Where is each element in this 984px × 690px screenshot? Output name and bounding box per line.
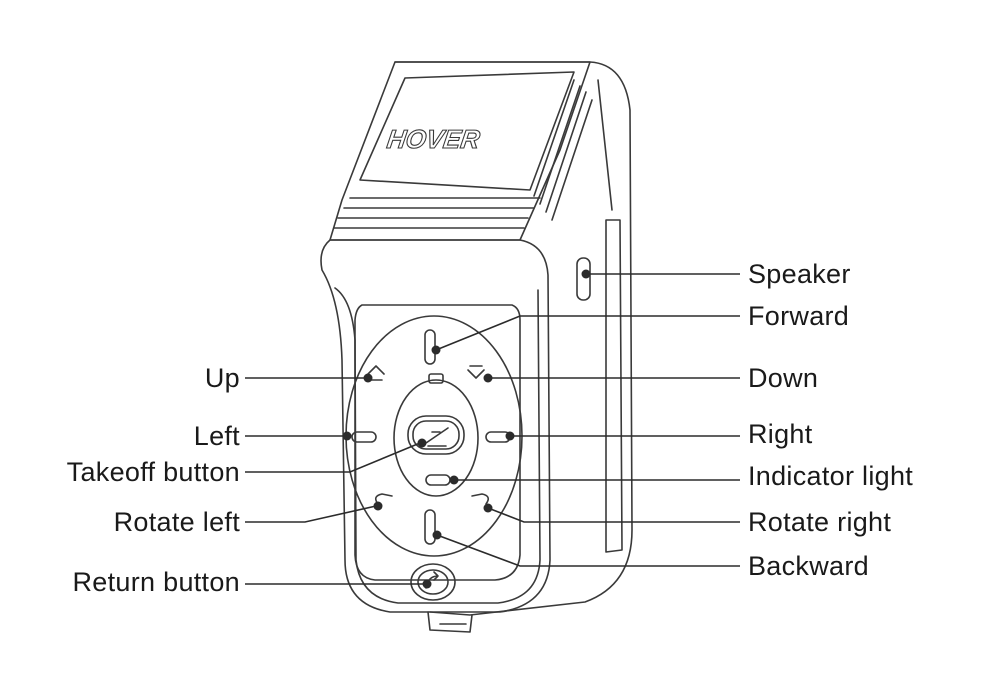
label-forward: Forward: [748, 301, 850, 331]
head-ridge-side-4: [551, 99, 593, 221]
backward-button[interactable]: [424, 509, 436, 545]
dot-speaker: [581, 269, 591, 279]
dot-return: [422, 579, 432, 589]
label-backward: Backward: [748, 551, 869, 581]
dot-backward: [432, 530, 442, 540]
head-ridge-side-1: [533, 79, 575, 197]
leader-forward: [435, 315, 740, 351]
down-icon[interactable]: [467, 365, 485, 379]
label-up: Up: [204, 363, 240, 393]
speaker-slot: [576, 257, 591, 301]
brand-logo-text: HOVER: [385, 124, 482, 154]
label-right: Right: [748, 419, 813, 449]
camera-icon: [428, 373, 444, 384]
head-ridge-side-2: [539, 85, 581, 205]
label-rotate-right: Rotate right: [748, 507, 892, 537]
label-left: Left: [193, 421, 240, 451]
label-takeoff-button: Takeoff button: [66, 457, 240, 487]
head-block: [329, 61, 591, 241]
side-edge-line: [597, 79, 613, 211]
controller-front-inner-edge: [334, 287, 541, 604]
leader-backward: [436, 534, 740, 567]
leader-rotate-right: [487, 507, 740, 523]
dot-indicator: [449, 475, 459, 485]
left-button[interactable]: [351, 431, 377, 443]
controller-back-shell: [394, 61, 633, 616]
rotate-right-icon[interactable]: [471, 493, 490, 505]
label-indicator-light: Indicator light: [748, 461, 914, 491]
label-speaker: Speaker: [748, 259, 851, 289]
head-top-face: [359, 71, 575, 191]
dot-rotate-left: [373, 501, 383, 511]
takeoff-button-inner: [412, 420, 460, 450]
label-return-button: Return button: [72, 567, 240, 597]
controller-side-rail: [605, 219, 623, 553]
return-button-inner: [417, 569, 449, 595]
label-rotate-left: Rotate left: [113, 507, 240, 537]
dot-rotate-right: [483, 503, 493, 513]
label-down: Down: [748, 363, 819, 393]
dot-down: [483, 373, 493, 383]
leader-rotate-left: [245, 505, 377, 523]
dot-up: [363, 373, 373, 383]
control-panel: [354, 304, 521, 581]
leader-takeoff: [245, 442, 421, 473]
head-ridge-side-3: [545, 91, 587, 213]
dot-right: [505, 431, 515, 441]
dot-left: [342, 431, 352, 441]
controller-foot: [427, 611, 473, 633]
indicator-light: [425, 474, 451, 486]
direction-pad-inner: [393, 379, 479, 497]
dot-forward: [431, 345, 441, 355]
takeoff-button[interactable]: [407, 415, 465, 455]
takeoff-icon: [425, 427, 449, 447]
return-button[interactable]: [410, 563, 456, 601]
dot-takeoff: [417, 438, 427, 448]
